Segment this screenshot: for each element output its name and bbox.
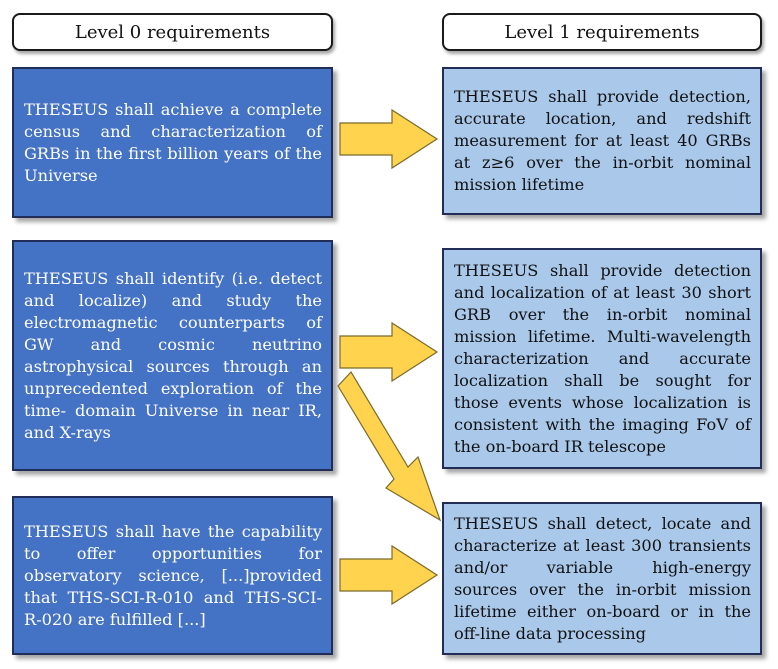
level0-box-3-text: THESEUS shall have the capability to off…: [24, 521, 322, 629]
level1-box-3: THESEUS shall detect, locate and charact…: [442, 502, 762, 655]
level0-box-1: THESEUS shall achieve a complete census …: [12, 67, 333, 218]
arrow-right-3: [339, 544, 439, 606]
arrow-diagonal: [337, 371, 442, 522]
arrow-right-1: [339, 108, 439, 170]
level1-header-label: Level 1 requirements: [504, 21, 700, 43]
level1-header: Level 1 requirements: [442, 13, 762, 51]
level1-box-1: THESEUS shall provide detection, accurat…: [442, 67, 762, 215]
level0-box-2: THESEUS shall identify (i.e. detect and …: [12, 240, 333, 471]
level0-box-2-text: THESEUS shall identify (i.e. detect and …: [24, 268, 322, 442]
level0-box-1-text: THESEUS shall achieve a complete census …: [24, 99, 322, 185]
level1-box-2-text: THESEUS shall provide detection and loca…: [454, 260, 751, 456]
level1-box-1-text: THESEUS shall provide detection, accurat…: [454, 87, 751, 194]
level1-box-3-text: THESEUS shall detect, locate and charact…: [454, 513, 751, 643]
level0-box-3: THESEUS shall have the capability to off…: [12, 496, 333, 655]
level1-box-2: THESEUS shall provide detection and loca…: [442, 248, 762, 469]
level0-header: Level 0 requirements: [12, 13, 333, 51]
arrow-right-2: [339, 321, 439, 383]
level0-header-label: Level 0 requirements: [74, 21, 271, 43]
